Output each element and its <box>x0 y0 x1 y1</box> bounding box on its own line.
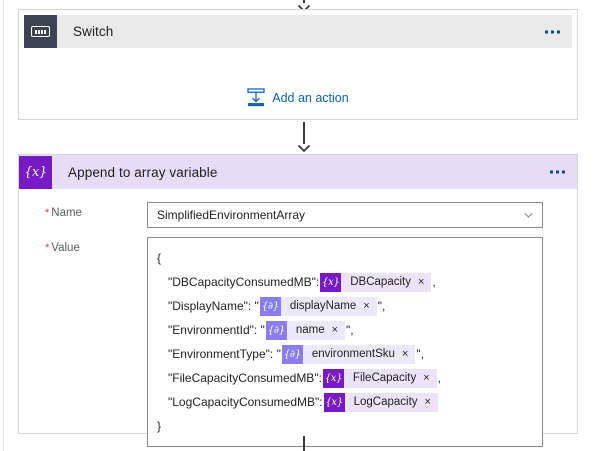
add-an-action-icon <box>247 88 265 107</box>
value-json-line: "EnvironmentId": "{∂} name × ", <box>157 318 536 342</box>
json-key-text: "DisplayName": " <box>168 299 259 313</box>
name-input[interactable]: SimplifiedEnvironmentArray <box>147 202 543 228</box>
connector-line-middle <box>303 122 305 144</box>
token-body: DBCapacity × <box>341 272 432 292</box>
append-card-header[interactable]: {x} Append to array variable <box>19 155 577 189</box>
value-field-row: *Value {"DBCapacityConsumedMB": {x}DBCap… <box>19 237 577 447</box>
token-label: FileCapacity <box>352 372 417 384</box>
expression-braces-icon: {∂} <box>265 320 287 340</box>
add-an-action-label: Add an action <box>272 90 349 105</box>
token-label: displayName <box>289 300 357 312</box>
json-key-text: "DBCapacityConsumedMB": <box>168 275 320 289</box>
expression-braces-icon: {∂} <box>259 296 281 316</box>
expression-token[interactable]: {∂} displayName × <box>259 296 377 316</box>
value-json-line: "LogCapacityConsumedMB": {x} LogCapacity × <box>157 390 536 414</box>
name-label-text: Name <box>51 207 82 219</box>
token-body: name × <box>286 320 346 340</box>
variable-braces-icon: {x} <box>322 368 344 388</box>
token-remove-icon[interactable]: × <box>331 323 339 336</box>
value-field-label: *Value <box>19 237 147 254</box>
token-remove-icon[interactable]: × <box>423 371 430 384</box>
append-card-title: Append to array variable <box>68 164 218 180</box>
token-body: displayName × <box>280 296 377 316</box>
value-label-text: Value <box>51 242 80 254</box>
value-json-line: } <box>157 414 536 438</box>
panel-left-edge <box>3 0 4 451</box>
json-suffix-text: , <box>437 371 441 385</box>
switch-overflow-menu-icon[interactable] <box>541 25 564 38</box>
value-required-marker: * <box>45 242 50 254</box>
append-overflow-menu-icon[interactable] <box>546 166 569 179</box>
connector-line-bottom <box>303 436 305 451</box>
variable-braces-icon: {x} <box>19 155 52 189</box>
token-remove-icon[interactable]: × <box>424 395 431 408</box>
token-label: environmentSku <box>311 348 395 360</box>
name-field-row: *Name SimplifiedEnvironmentArray <box>19 202 577 228</box>
switch-icon <box>24 15 57 48</box>
expression-braces-icon: {∂} <box>281 344 303 364</box>
token-label: LogCapacity <box>353 396 418 408</box>
expression-token[interactable]: {∂} name × <box>265 320 346 340</box>
variable-braces-icon: {x} <box>323 392 345 412</box>
value-json-line: "DisplayName": "{∂} displayName × ", <box>157 294 536 318</box>
variable-braces-icon: {x} <box>320 272 342 292</box>
token-body: FileCapacity × <box>343 368 437 388</box>
expression-token[interactable]: {∂} environmentSku × <box>281 344 416 364</box>
json-key-text: "FileCapacityConsumedMB": <box>168 371 322 385</box>
token-label: DBCapacity <box>350 276 411 288</box>
value-json-line: "EnvironmentType": "{∂} environmentSku × ", <box>157 342 536 366</box>
token-body: LogCapacity × <box>344 392 438 412</box>
switch-card-title: Switch <box>73 24 114 39</box>
token-remove-icon[interactable]: × <box>401 347 409 360</box>
json-key-text: "EnvironmentType": " <box>168 347 281 361</box>
json-suffix-text: ", <box>377 299 386 313</box>
token-label: name <box>295 324 325 336</box>
append-to-array-variable-card[interactable]: {x} Append to array variable *Name Simpl… <box>18 154 578 447</box>
chevron-down-icon[interactable] <box>523 210 534 221</box>
json-key-text: "LogCapacityConsumedMB": <box>168 395 323 409</box>
json-suffix-text: ", <box>346 323 354 337</box>
variable-token[interactable]: {x} FileCapacity × <box>322 368 437 388</box>
json-suffix-text: ", <box>416 347 424 361</box>
value-json-line: "DBCapacityConsumedMB": {x} DBCapacity ×, <box>157 270 536 294</box>
json-key-text: { <box>157 251 162 265</box>
name-input-value: SimplifiedEnvironmentArray <box>157 208 306 222</box>
json-key-text: "EnvironmentId": " <box>168 323 265 337</box>
name-field-label: *Name <box>19 202 147 219</box>
json-key-text: } <box>157 419 162 433</box>
variable-token[interactable]: {x} LogCapacity × <box>323 392 438 412</box>
add-an-action-button[interactable]: Add an action <box>19 88 577 107</box>
name-required-marker: * <box>45 207 50 219</box>
connector-line-top <box>303 0 305 3</box>
value-json-line: "FileCapacityConsumedMB": {x}FileCapacit… <box>157 366 536 390</box>
token-remove-icon[interactable]: × <box>363 299 370 312</box>
arrow-down-icon-middle <box>296 140 311 155</box>
value-input[interactable]: { "DBCapacityConsumedMB": {x} DBCapacity ×,… <box>147 237 543 447</box>
value-json-line: { <box>157 246 536 270</box>
token-body: environmentSku × <box>302 344 416 364</box>
token-remove-icon[interactable]: × <box>417 275 425 288</box>
switch-action-card[interactable]: Switch Add an action <box>18 9 578 120</box>
json-suffix-text: , <box>432 275 436 289</box>
variable-token[interactable]: {x} DBCapacity × <box>320 272 432 292</box>
switch-card-header[interactable]: Switch <box>24 15 572 48</box>
